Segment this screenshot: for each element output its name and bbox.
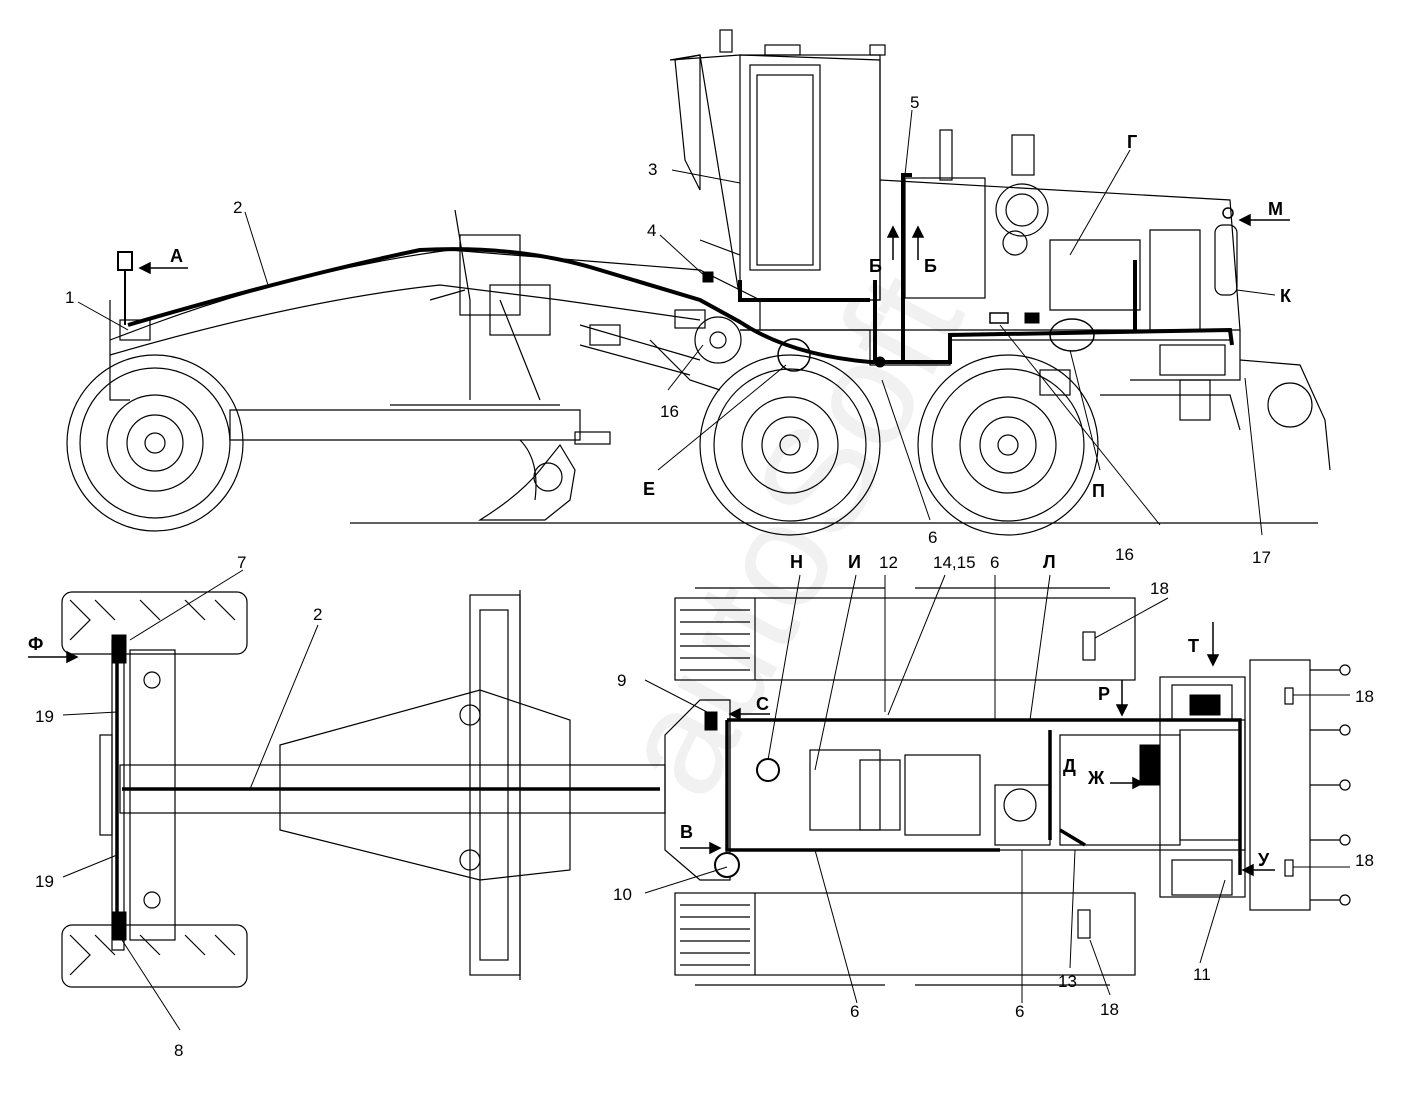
view-letter-b1: Б xyxy=(869,256,882,276)
view-letter-u: У xyxy=(1258,850,1270,870)
view-letter-f: Ф xyxy=(28,634,43,654)
side-components xyxy=(117,207,1234,372)
label-12: 12 xyxy=(879,553,898,572)
label-8: 8 xyxy=(174,1041,183,1060)
rear-ripper xyxy=(1239,359,1331,471)
tandem-right-tires xyxy=(674,892,1136,976)
label-10: 10 xyxy=(613,885,632,904)
label-6-top: 6 xyxy=(990,553,999,572)
label-18-right-top: 18 xyxy=(1355,687,1374,706)
view-letter-t: Т xyxy=(1188,636,1199,656)
rear-wheel xyxy=(917,354,1099,536)
top-components xyxy=(111,634,1221,941)
main-frame-top xyxy=(109,249,761,341)
view-letter-e: Е xyxy=(643,479,655,499)
view-letter-b2: Б xyxy=(924,256,937,276)
front-right-tire xyxy=(61,924,248,988)
side-view xyxy=(66,29,1331,536)
label-1: 1 xyxy=(65,288,74,307)
view-letter-c: С xyxy=(756,694,769,714)
view-letter-n: Н xyxy=(790,552,803,572)
label-18-right-bottom: 18 xyxy=(1355,851,1374,870)
label-18-bottom: 18 xyxy=(1100,1000,1119,1019)
label-16-left: 16 xyxy=(660,402,679,421)
view-letter-p: П xyxy=(1092,481,1105,501)
label-6-bottom-left: 6 xyxy=(850,1002,859,1021)
label-3: 3 xyxy=(648,160,657,179)
label-4: 4 xyxy=(647,221,656,240)
label-2-top: 2 xyxy=(313,605,322,624)
label-14-15: 14,15 xyxy=(933,553,976,572)
top-wiring xyxy=(115,640,1242,930)
label-18-top: 18 xyxy=(1150,579,1169,598)
label-13: 13 xyxy=(1058,972,1077,991)
label-11: 11 xyxy=(1193,965,1211,984)
side-wiring xyxy=(127,173,1234,364)
front-left-tire xyxy=(61,591,248,655)
view-letter-i: И xyxy=(848,552,861,572)
rear-frame xyxy=(729,719,1246,851)
middle-wheel xyxy=(699,354,881,536)
label-16-right: 16 xyxy=(1115,545,1134,564)
label-9: 9 xyxy=(617,671,626,690)
view-letter-r: Р xyxy=(1098,684,1110,704)
letter-labels: А Б Б Г М К Е П Ф Н И Л С В Р Т У Д Ж xyxy=(28,132,1292,870)
main-frame-bottom xyxy=(109,284,701,356)
view-letter-g: Г xyxy=(1127,132,1137,152)
label-17: 17 xyxy=(1252,548,1271,567)
label-19-top: 19 xyxy=(35,707,54,726)
view-letter-d: Д xyxy=(1063,756,1076,776)
label-6-bottom-right: 6 xyxy=(1015,1002,1024,1021)
label-6-side: 6 xyxy=(928,528,937,547)
front-wheel xyxy=(66,354,244,532)
tandem-left-tires xyxy=(674,597,1136,681)
moldboard-top xyxy=(469,594,521,976)
view-letter-k: К xyxy=(1280,286,1292,306)
view-letter-a: А xyxy=(170,246,183,266)
view-letter-v: В xyxy=(680,822,693,842)
label-19-bottom: 19 xyxy=(35,872,54,891)
blade xyxy=(477,443,576,521)
leader-lines xyxy=(62,109,1350,1031)
view-letter-zh: Ж xyxy=(1087,768,1105,788)
label-2: 2 xyxy=(233,198,242,217)
view-letter-l: Л xyxy=(1043,552,1056,572)
number-labels: 1 2 3 4 5 16 6 16 17 7 2 19 19 8 9 10 12… xyxy=(35,93,1374,1060)
view-letter-m: М xyxy=(1268,199,1283,219)
label-7: 7 xyxy=(237,553,246,572)
label-5: 5 xyxy=(910,93,919,112)
view-arrows xyxy=(28,213,1290,877)
